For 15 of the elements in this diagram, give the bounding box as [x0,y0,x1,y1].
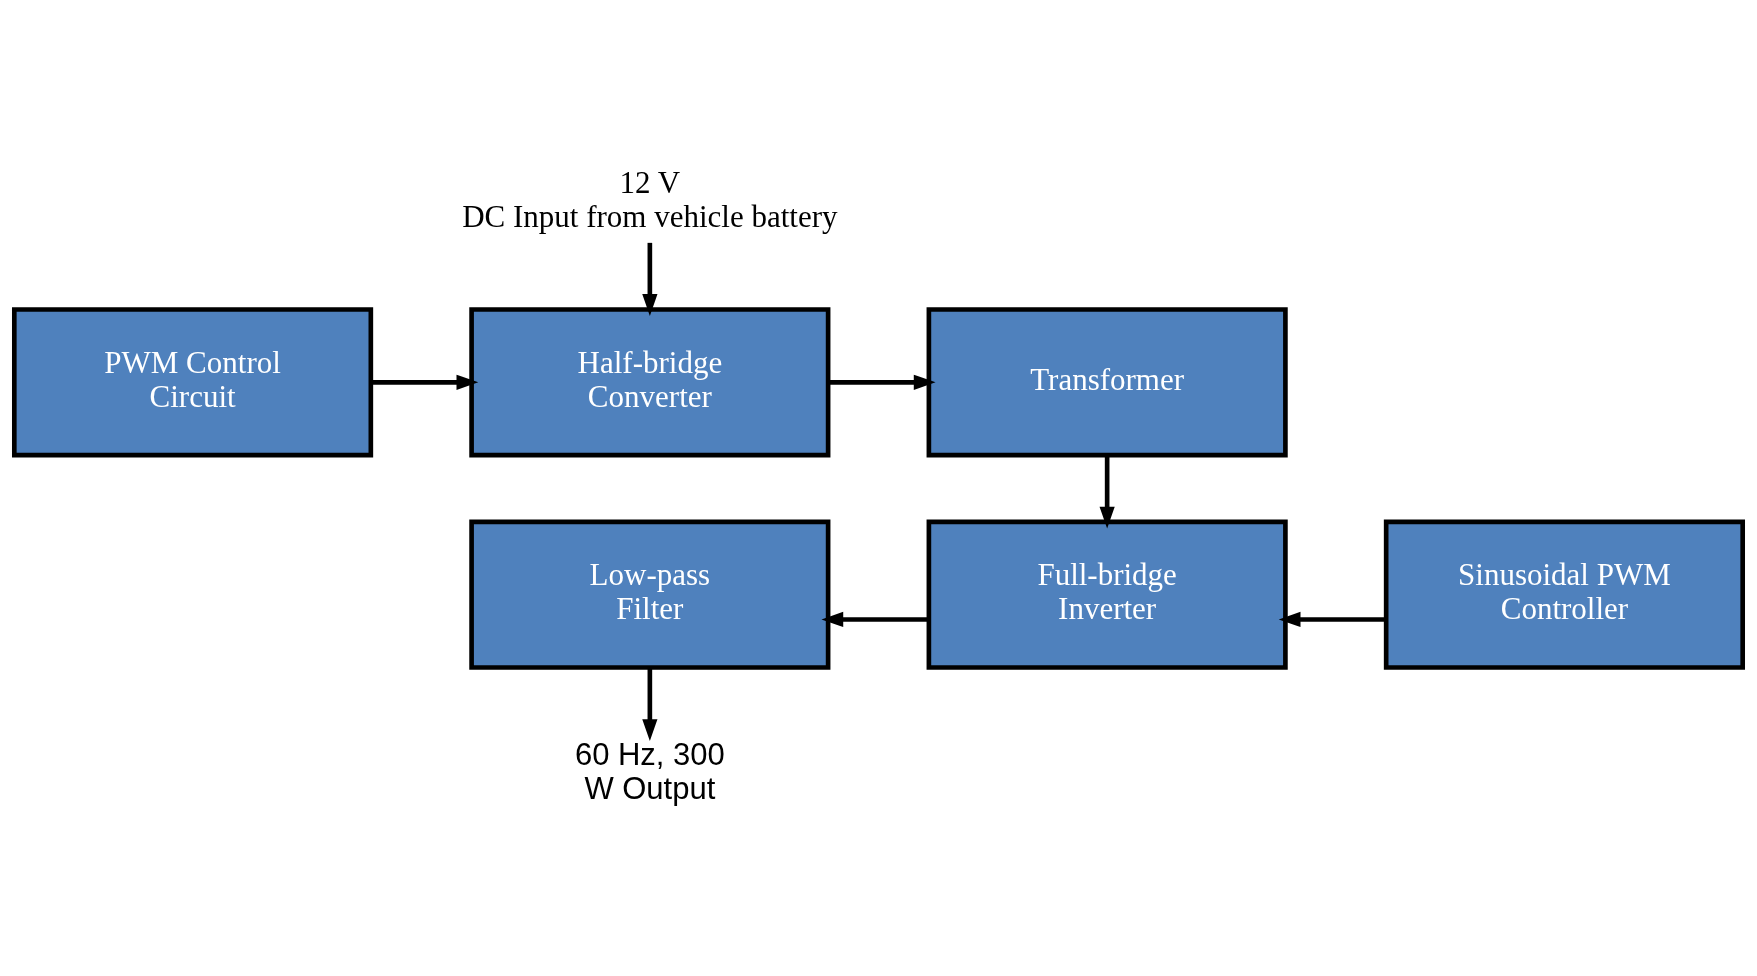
arrow [642,242,658,316]
node-box: PWM Control Circuit [12,306,374,457]
node-box: Sinusoidal PWM Controller [1383,519,1745,670]
node-text: 12 V DC Input from vehicle battery [462,164,838,234]
arrow [371,374,479,390]
node-box: Transformer [926,306,1288,457]
arrow [1278,611,1386,627]
node-box: Low-pass Filter [469,519,831,670]
arrow [821,611,929,627]
node-text: 60 Hz, 300 W Output [574,736,725,806]
arrow [828,374,936,390]
node-box: Half-bridge Converter [469,306,831,457]
node-box: Full-bridge Inverter [926,519,1288,670]
arrow [1099,454,1115,528]
arrow [642,667,658,741]
